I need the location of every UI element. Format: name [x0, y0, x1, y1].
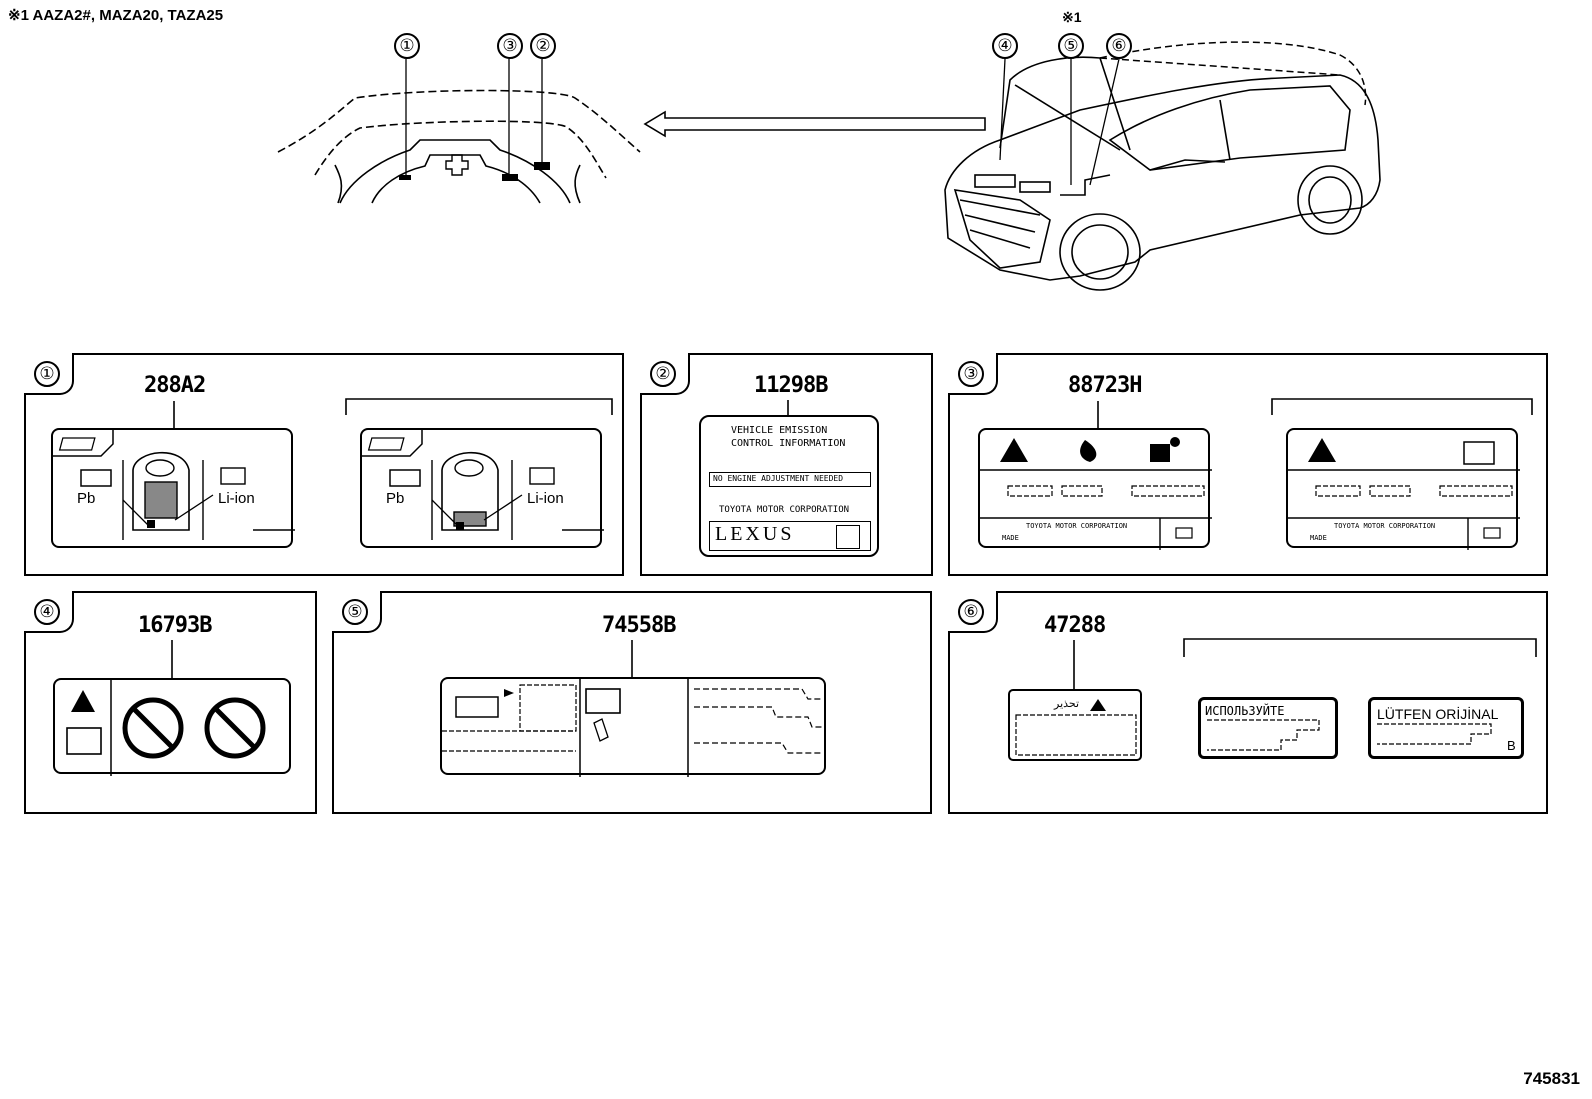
panel-2-index: ② — [650, 361, 676, 387]
callout-6: ⑥ — [1106, 33, 1132, 59]
panel-2-tab: ② — [640, 353, 690, 395]
panel-2: ② 11298B VEHICLE EMISSION CONTROL INFORM… — [640, 353, 933, 576]
arabic-text: تحذير — [1054, 698, 1080, 710]
panel-6-tab: ⑥ — [948, 591, 998, 633]
emission-line-2: CONTROL INFORMATION — [731, 438, 846, 449]
made-text-a: MADE — [1002, 534, 1019, 542]
pb-label: Pb — [77, 490, 96, 507]
turkish-letter: B — [1507, 738, 1516, 753]
label-88723H-b: TOYOTA MOTOR CORPORATION MADE — [1286, 428, 1520, 550]
part-number-47288: 47288 — [1044, 613, 1106, 638]
panel-4-index: ④ — [34, 599, 60, 625]
label-288A2-a: Pb Li-ion — [51, 428, 295, 548]
label-16793B — [53, 678, 291, 776]
emission-line-4: TOYOTA MOTOR CORPORATION — [719, 505, 850, 515]
russian-text: ИСПОЛЬЗУЙТЕ — [1205, 704, 1285, 718]
callout-4: ④ — [992, 33, 1018, 59]
label-88723H-a: TOYOTA MOTOR CORPORATION MADE — [978, 428, 1212, 550]
label-288A2-b: Pb Li-ion — [360, 428, 604, 548]
emission-line-1: VEHICLE EMISSION — [731, 425, 828, 436]
label-47288-arabic: تحذير — [1008, 689, 1142, 761]
panel-5-index: ⑤ — [342, 599, 368, 625]
label-47288-russian: ИСПОЛЬЗУЙТЕ — [1198, 697, 1338, 759]
model-note: ※1 AAZA2#, MAZA20, TAZA25 — [8, 7, 224, 24]
label-11298B: VEHICLE EMISSION CONTROL INFORMATION NO … — [699, 415, 879, 557]
li-ion-label-b: Li-ion — [527, 490, 564, 507]
panel-4-tab: ④ — [24, 591, 74, 633]
part-number-88723H: 88723H — [1068, 373, 1142, 398]
emission-line-3: NO ENGINE ADJUSTMENT NEEDED — [713, 474, 844, 483]
panel-6-index: ⑥ — [958, 599, 984, 625]
part-number-74558B: 74558B — [602, 613, 676, 638]
li-ion-label: Li-ion — [218, 490, 255, 507]
panel-5-tab: ⑤ — [332, 591, 382, 633]
callout-3: ③ — [497, 33, 523, 59]
made-text-b: MADE — [1310, 534, 1327, 542]
panel-3-index: ③ — [958, 361, 984, 387]
panel-3-tab: ③ — [948, 353, 998, 395]
maker-text-b: TOYOTA MOTOR CORPORATION — [1334, 522, 1436, 530]
panel-1-drawing — [173, 398, 613, 430]
turkish-text: LÜTFEN ORİJİNAL — [1377, 706, 1499, 722]
panel-1-tab: ① — [24, 353, 74, 395]
callout-1: ① — [394, 33, 420, 59]
label-47288-turkish: LÜTFEN ORİJİNAL B — [1368, 697, 1524, 759]
lexus-brand: LEXUS — [715, 523, 795, 545]
panel-6: ⑥ 47288 تحذير ИСПОЛЬЗУЙТЕ LÜTFEN ORİJİNA… — [948, 591, 1548, 814]
panel-1: ① 288A2 Pb Li-ion — [24, 353, 624, 576]
maker-text-a: TOYOTA MOTOR CORPORATION — [1026, 522, 1128, 530]
panel-4: ④ 16793B — [24, 591, 317, 814]
panel-1-index: ① — [34, 361, 60, 387]
callout-5: ⑤ — [1058, 33, 1084, 59]
panel-5: ⑤ 74558B — [332, 591, 932, 814]
pb-label-b: Pb — [386, 490, 405, 507]
label-74558B — [440, 677, 826, 777]
part-number-288A2: 288A2 — [144, 373, 206, 398]
engine-bay-view — [277, 59, 986, 204]
part-number-11298B: 11298B — [754, 373, 828, 398]
callout-2: ② — [530, 33, 556, 59]
vehicle-illustration — [944, 41, 1381, 291]
part-number-16793B: 16793B — [138, 613, 212, 638]
callout-5-note: ※1 — [1062, 9, 1082, 25]
panel-3: ③ 88723H TOYOTA MOTOR CORPORATION MADE — [948, 353, 1548, 576]
diagram-id: 745831 — [1523, 1069, 1580, 1088]
